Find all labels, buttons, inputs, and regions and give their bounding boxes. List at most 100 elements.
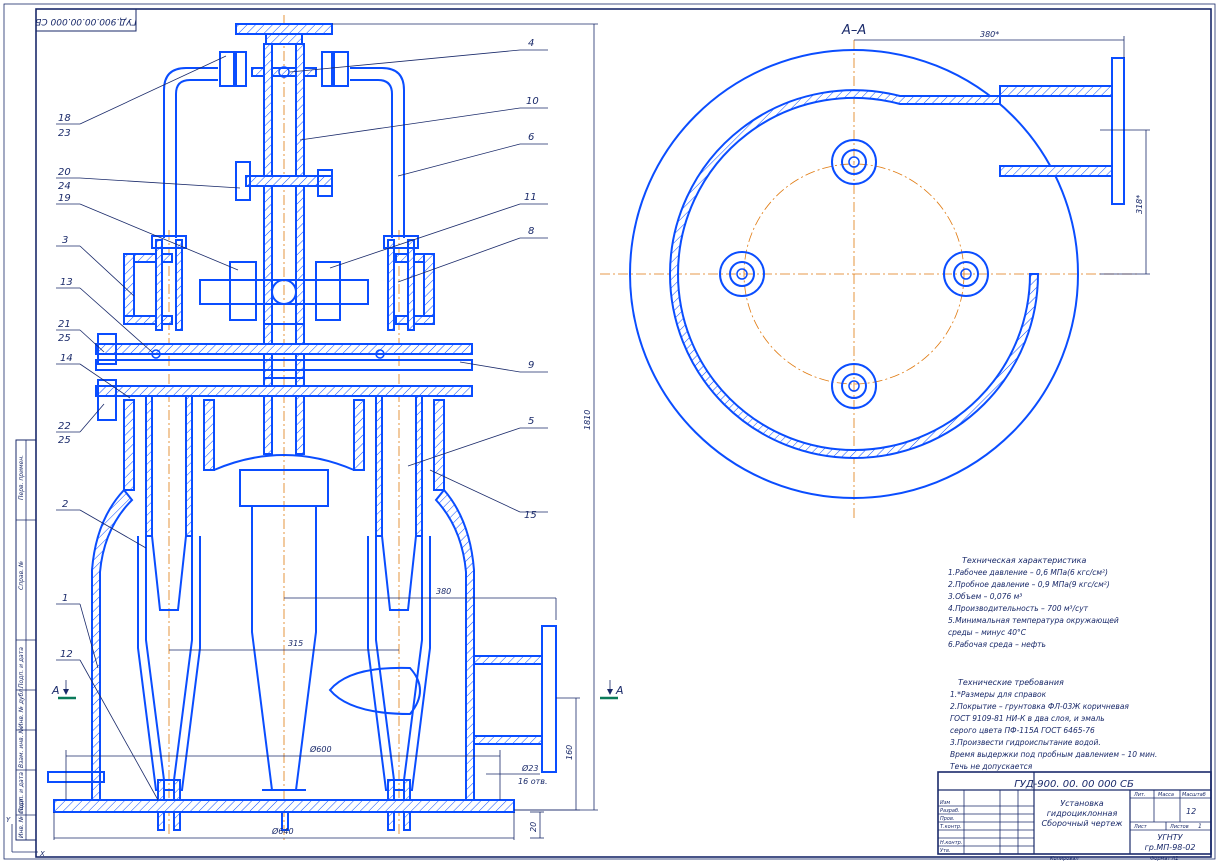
svg-text:Установка: Установка: [1060, 799, 1104, 808]
svg-text:10: 10: [526, 96, 539, 107]
svg-text:2.Покрытие – грунтовка ФЛ-03Ж: 2.Покрытие – грунтовка ФЛ-03Ж коричневая: [950, 702, 1129, 711]
sheet-inner-frame: [35, 8, 1212, 858]
svg-text:4: 4: [528, 38, 534, 49]
svg-text:Перв. примен.: Перв. примен.: [18, 455, 25, 500]
svg-text:Ø600: Ø600: [309, 744, 332, 754]
svg-text:318*: 318*: [1135, 195, 1144, 214]
svg-text:Копировал: Копировал: [1050, 856, 1079, 862]
svg-text:А: А: [615, 684, 624, 697]
tech-requirements-block: Технические требования 1.*Размеры для сп…: [950, 678, 1157, 771]
dimensions-front: 380 315 Ø600 Ø640 Ø23 16 отв. 160 20: [53, 23, 598, 840]
svg-text:гр.МП-98-02: гр.МП-98-02: [1145, 843, 1196, 852]
svg-text:Технические требования: Технические требования: [958, 678, 1064, 687]
svg-text:Масса: Масса: [1158, 792, 1174, 798]
svg-text:5: 5: [528, 416, 534, 427]
svg-text:Утв.: Утв.: [940, 848, 951, 854]
svg-text:23: 23: [58, 128, 71, 139]
svg-text:1.*Размеры для справок: 1.*Размеры для справок: [950, 690, 1047, 699]
svg-text:ГУД-900. 00. 00 000 СБ: ГУД-900. 00. 00 000 СБ: [1014, 779, 1134, 790]
svg-text:среды – минус 40°С: среды – минус 40°С: [948, 628, 1027, 637]
side-nozzle: [328, 625, 557, 773]
svg-text:серого цвета ПФ-115А ГОСТ 6465: серого цвета ПФ-115А ГОСТ 6465-76: [950, 726, 1095, 735]
svg-text:X: X: [39, 850, 45, 858]
svg-text:15: 15: [524, 510, 537, 521]
sheet-outer-border: [3, 3, 1216, 860]
svg-text:Подп. и дата: Подп. и дата: [18, 647, 25, 688]
svg-text:2.Пробное давление – 0,9 МПа(9: 2.Пробное давление – 0,9 МПа(9 кгс/см²): [948, 580, 1110, 589]
cyclone-circles: [719, 139, 989, 409]
svg-text:2: 2: [62, 499, 68, 510]
svg-text:Изм: Изм: [940, 800, 950, 806]
svg-text:12: 12: [1186, 807, 1196, 816]
svg-text:Т.контр.: Т.контр.: [940, 824, 962, 830]
svg-text:9: 9: [528, 360, 534, 371]
svg-text:Y: Y: [6, 816, 11, 824]
svg-text:160: 160: [565, 745, 574, 760]
svg-text:Справ. №: Справ. №: [18, 561, 25, 590]
svg-text:Взам. инв. №: Взам. инв. №: [18, 727, 25, 768]
svg-text:Разраб.: Разраб.: [940, 808, 960, 814]
leader-labels: 4 10 6 11 8 9 5 15 18 23 20 24 19 3 13 2…: [58, 38, 539, 660]
svg-text:1810: 1810: [583, 410, 592, 430]
leader-lines: [56, 49, 548, 801]
section-marker-right: А: [600, 680, 624, 700]
svg-text:Формат A1: Формат A1: [1150, 856, 1178, 862]
svg-text:ГУД.900.00.00.000 СБ: ГУД.900.00.00.000 СБ: [35, 16, 137, 26]
svg-text:380*: 380*: [980, 30, 999, 39]
svg-text:1.Рабочее давление – 0,6 МПа(6: 1.Рабочее давление – 0,6 МПа(6 кгс/см²): [948, 568, 1108, 577]
svg-text:19: 19: [58, 193, 71, 204]
svg-text:Подп. и дата: Подп. и дата: [18, 772, 25, 813]
svg-text:А: А: [51, 684, 60, 697]
svg-text:24: 24: [58, 181, 71, 192]
svg-text:Лист: Лист: [1133, 824, 1148, 830]
svg-text:Лит.: Лит.: [1133, 792, 1146, 798]
svg-text:18: 18: [58, 113, 71, 124]
section-marker-left: А: [51, 680, 76, 700]
svg-text:12: 12: [60, 649, 73, 660]
svg-text:6: 6: [528, 132, 534, 143]
svg-text:25: 25: [58, 435, 71, 446]
svg-text:1: 1: [62, 593, 68, 604]
svg-text:25: 25: [58, 333, 71, 344]
svg-text:Ø640: Ø640: [271, 826, 294, 836]
svg-text:гидроциклонная: гидроциклонная: [1047, 809, 1118, 818]
svg-text:13: 13: [60, 277, 73, 288]
doc-code-stamp: ГУД.900.00.00.000 СБ: [35, 8, 137, 32]
svg-text:20: 20: [529, 822, 538, 832]
svg-text:Сборочный чертеж: Сборочный чертеж: [1042, 819, 1124, 828]
svg-text:ГОСТ 9109-81 НИ-К в два слоя,: ГОСТ 9109-81 НИ-К в два слоя, и эмаль: [950, 714, 1105, 723]
svg-text:Время выдержки под пробным дав: Время выдержки под пробным давлением – 1…: [950, 750, 1157, 759]
svg-text:5.Минимальная температура окру: 5.Минимальная температура окружающей: [948, 616, 1119, 625]
svg-text:4.Производительность – 700 м³/: 4.Производительность – 700 м³/сут: [948, 604, 1089, 613]
svg-text:6.Рабочая среда – нефть: 6.Рабочая среда – нефть: [948, 640, 1046, 649]
svg-text:315: 315: [288, 639, 303, 648]
svg-text:11: 11: [524, 192, 537, 203]
svg-text:20: 20: [58, 167, 71, 178]
coordinate-axes-icon: Y X: [6, 816, 45, 858]
svg-text:Течь не допускается: Течь не допускается: [950, 762, 1033, 771]
svg-text:Техническая характеристика: Техническая характеристика: [962, 556, 1087, 565]
svg-text:8: 8: [528, 226, 534, 237]
svg-text:3.Произвести гидроиспытание во: 3.Произвести гидроиспытание водой.: [950, 738, 1101, 747]
svg-text:Инв. № подл.: Инв. № подл.: [18, 797, 25, 838]
front-view: А А 380 315 Ø600 Ø640 Ø23 16 отв.: [47, 15, 624, 840]
svg-text:21: 21: [58, 319, 71, 330]
svg-text:3: 3: [62, 235, 68, 246]
svg-text:УГНТУ: УГНТУ: [1157, 833, 1183, 842]
svg-text:1: 1: [1198, 823, 1202, 830]
svg-text:Листов: Листов: [1169, 824, 1189, 830]
svg-text:380: 380: [436, 587, 451, 596]
side-stamp-strip: Перв. примен. Справ. № Подп. и дата Инв.…: [15, 439, 37, 841]
section-view-a-a: А–А 380* 318*: [600, 23, 1150, 520]
svg-text:16 отв.: 16 отв.: [518, 777, 548, 786]
title-block: ГУД-900. 00. 00 000 СБ Установка гидроци…: [937, 771, 1212, 862]
svg-text:Масштаб: Масштаб: [1182, 792, 1206, 798]
svg-text:Ø23: Ø23: [521, 763, 538, 773]
central-cone: [213, 454, 355, 791]
top-bolts: [219, 51, 349, 87]
svg-text:Н.контр.: Н.контр.: [940, 840, 962, 846]
svg-text:А–А: А–А: [841, 23, 866, 38]
svg-text:22: 22: [58, 421, 71, 432]
tech-specs-block: Техническая характеристика 1.Рабочее дав…: [948, 556, 1119, 649]
